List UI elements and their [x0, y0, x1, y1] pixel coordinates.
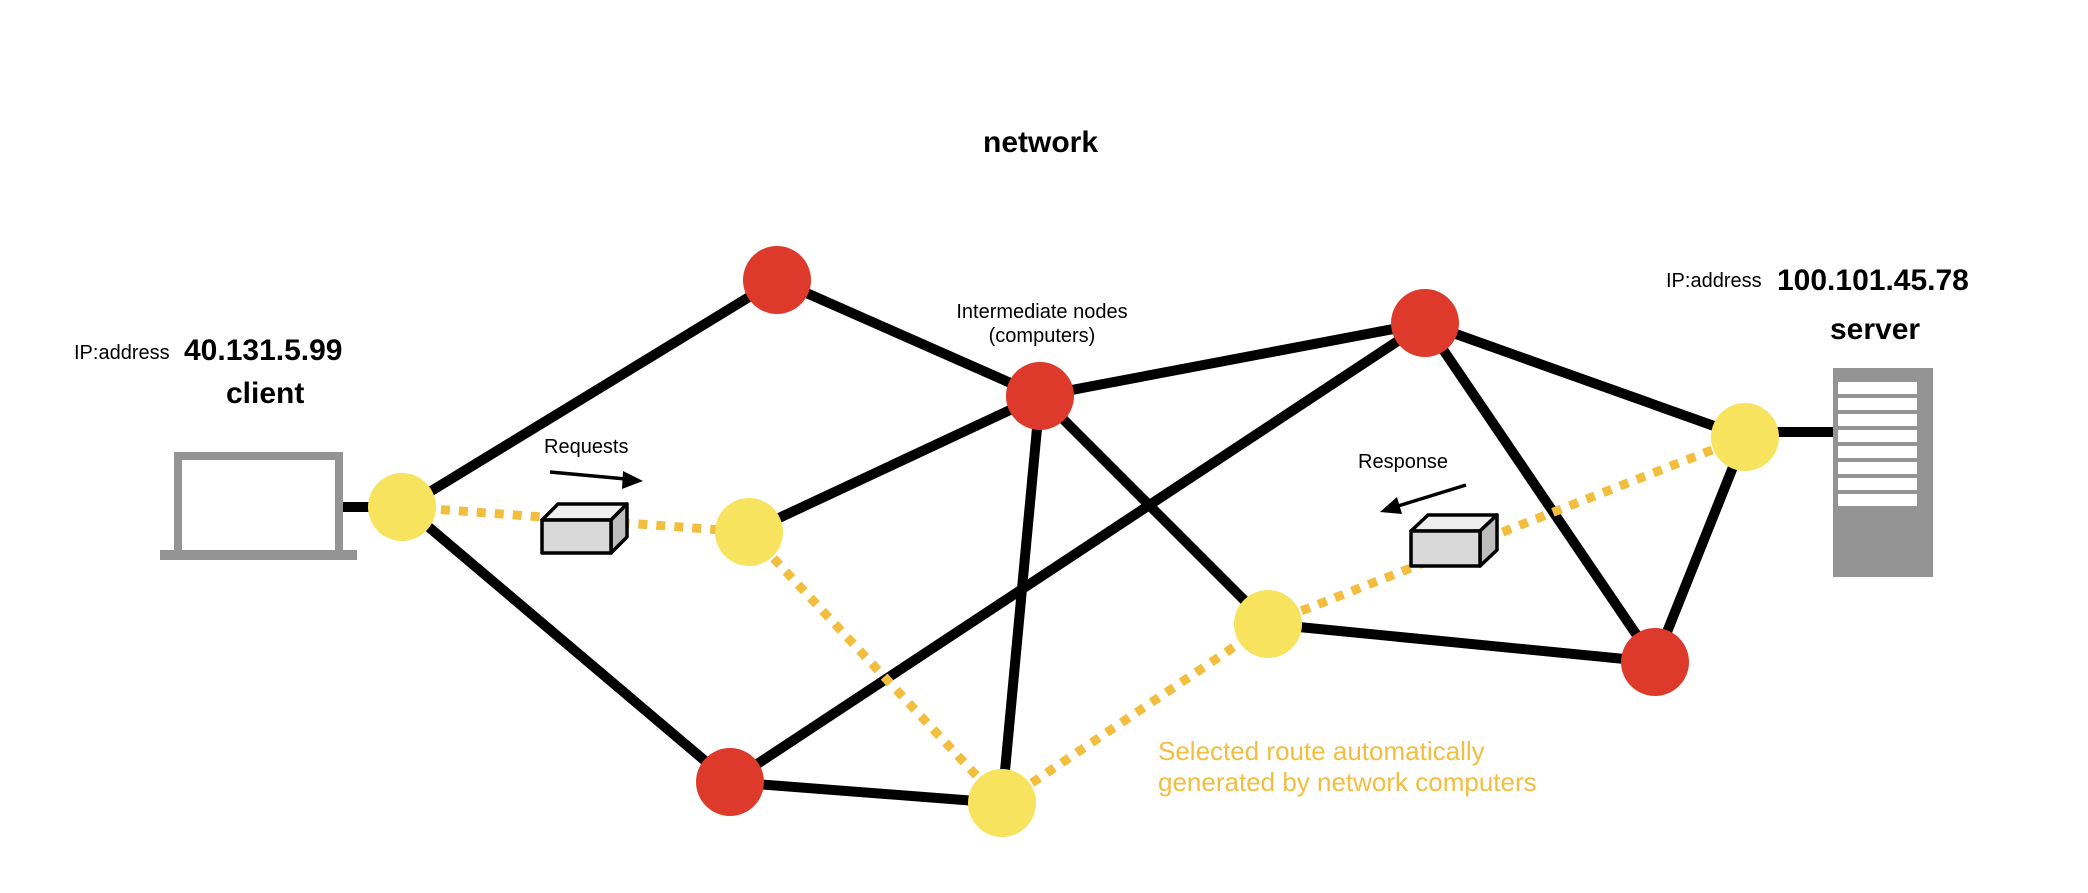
link [1420, 318, 1660, 667]
route-segment [745, 528, 1006, 807]
link [725, 318, 1430, 787]
diagram-title: network [983, 126, 1099, 159]
client-ip-label: IP:address [74, 342, 170, 364]
link [772, 275, 1045, 401]
link [725, 777, 1007, 808]
link [1263, 619, 1660, 667]
request-packet-icon [540, 502, 629, 555]
route-segment [1266, 432, 1747, 629]
link [1035, 391, 1273, 629]
link [1035, 318, 1430, 401]
link [1420, 318, 1750, 442]
server-icon [1833, 368, 1933, 577]
route-segment [404, 502, 750, 537]
route-node [1234, 590, 1302, 658]
route-note: Selected route automatically generated b… [1158, 736, 1537, 797]
intermediate-node [1621, 628, 1689, 696]
link [400, 502, 735, 787]
server-ip-label: IP:address [1666, 270, 1762, 292]
selected-route [404, 432, 1747, 807]
route-node [1711, 403, 1779, 471]
link [744, 391, 1045, 537]
network-links [335, 275, 1841, 808]
intermediate-node [743, 246, 811, 314]
server-ip-value: 100.101.45.78 [1777, 264, 1969, 297]
route-node [968, 769, 1036, 837]
client-ip-value: 40.131.5.99 [184, 334, 343, 367]
server-role-label: server [1830, 313, 1921, 346]
route-node [368, 473, 436, 541]
laptop-icon [160, 452, 357, 560]
intermediate-node [696, 748, 764, 816]
intermediate-node [1391, 289, 1459, 357]
route-node [715, 498, 783, 566]
intermediate-nodes-label: Intermediate nodes (computers) [956, 301, 1128, 347]
response-arrow-icon [1380, 483, 1467, 514]
requests-label: Requests [544, 436, 629, 458]
link [1650, 432, 1750, 667]
request-arrow-icon [549, 470, 643, 489]
client-role-label: client [226, 377, 305, 410]
route-nodes [368, 403, 1779, 837]
link [997, 391, 1045, 808]
link [400, 275, 782, 512]
response-packet-icon [1409, 513, 1499, 568]
intermediate-node [1006, 362, 1074, 430]
intermediate-nodes [696, 246, 1689, 816]
response-label: Response [1358, 451, 1449, 473]
